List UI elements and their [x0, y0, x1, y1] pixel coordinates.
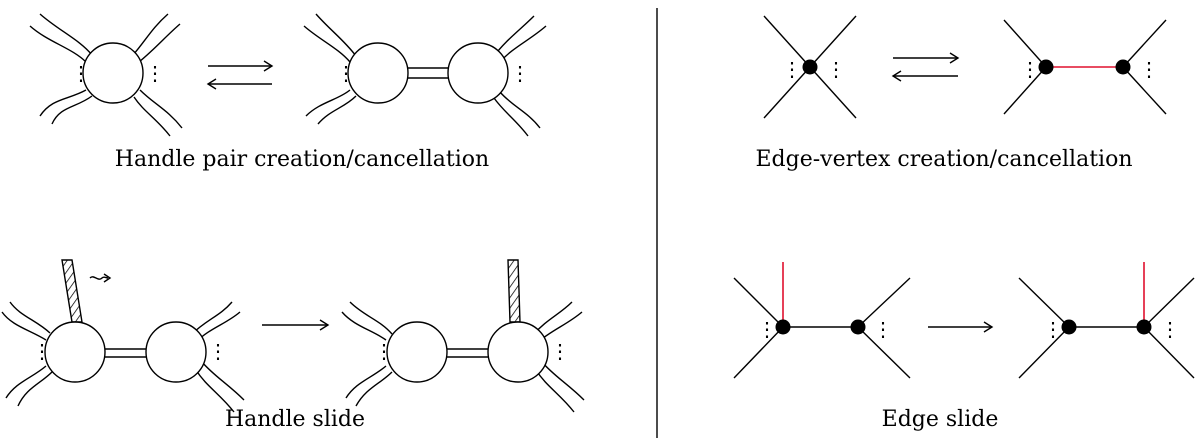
- svg-text:⋮: ⋮: [145, 61, 165, 85]
- creation-cancellation-arrows: [206, 60, 274, 90]
- svg-text:⋮: ⋮: [826, 57, 846, 81]
- handle-pair-right: ⋮ ⋮: [303, 13, 547, 137]
- svg-text:⋮: ⋮: [550, 339, 570, 363]
- edge-slide-arrow: [928, 321, 994, 333]
- handle-slide-right: ⋮ ⋮: [341, 259, 585, 413]
- svg-text:⋮: ⋮: [1043, 317, 1063, 341]
- svg-text:⋮: ⋮: [510, 61, 530, 85]
- edge-slide-left: ⋮ ⋮: [733, 262, 911, 379]
- edge-vertex-left: ⋮ ⋮: [763, 15, 857, 119]
- edge-slide-right: ⋮ ⋮: [1018, 262, 1195, 379]
- caption-handle-pair: Handle pair creation/cancellation: [115, 147, 489, 172]
- handle-slide-arrow: [262, 319, 330, 331]
- svg-text:⋮: ⋮: [208, 339, 228, 363]
- svg-text:⋮: ⋮: [757, 317, 777, 341]
- edge-vertex-right: ⋮ ⋮: [1003, 19, 1167, 115]
- svg-text:⋮: ⋮: [1020, 57, 1040, 81]
- svg-text:⋮: ⋮: [1139, 57, 1159, 81]
- handle-slide-left: ⋮ ⋮: [1, 259, 245, 413]
- caption-handle-slide: Handle slide: [225, 407, 365, 432]
- svg-text:⋮: ⋮: [782, 57, 802, 81]
- caption-edge-vertex: Edge-vertex creation/cancellation: [755, 147, 1132, 172]
- svg-text:⋮: ⋮: [32, 339, 52, 363]
- edge-vertex-arrows: [891, 52, 960, 82]
- svg-text:⋮: ⋮: [1160, 317, 1180, 341]
- svg-text:⋮: ⋮: [71, 61, 91, 85]
- handle-pair-left: ⋮ ⋮: [29, 13, 183, 137]
- svg-text:⋮: ⋮: [873, 317, 893, 341]
- svg-text:⋮: ⋮: [336, 61, 356, 85]
- svg-text:⋮: ⋮: [374, 339, 394, 363]
- caption-edge-slide: Edge slide: [882, 407, 999, 432]
